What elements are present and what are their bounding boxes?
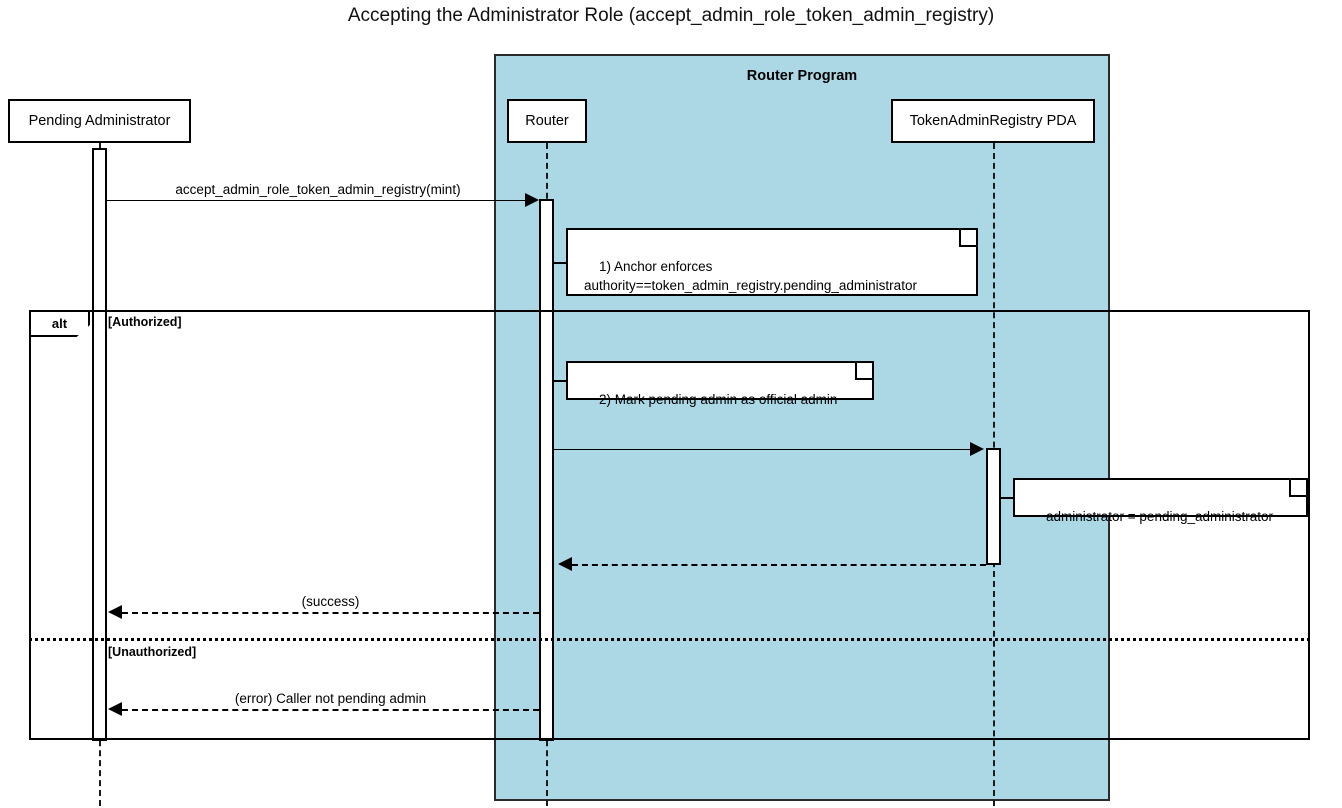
participant-pending-administrator[interactable]: Pending Administrator — [8, 99, 191, 143]
activation-pending-administrator — [92, 148, 107, 741]
note-administrator-assignment: administrator = pending_administrator — [1013, 478, 1308, 524]
note-fold-icon — [959, 228, 978, 247]
message-line-error-return — [122, 709, 539, 711]
message-label-error-return: (error) Caller not pending admin — [234, 691, 427, 706]
group-box-router-program: Router Program — [494, 54, 1110, 801]
note-connector-administrator-assignment — [1001, 497, 1015, 499]
fragment-operator-tag: alt — [29, 310, 90, 337]
fragment-guard-unauthorized: [Unauthorized] — [108, 645, 197, 659]
message-arrowhead-accept-admin-role-call — [525, 193, 539, 207]
message-line-registry-return — [572, 564, 986, 566]
message-line-accept-admin-role-call — [107, 200, 529, 201]
note-fold-icon — [855, 361, 874, 380]
note-fold-icon — [1289, 478, 1308, 497]
message-label-success-return: (success) — [301, 594, 360, 609]
note-text-anchor-enforces: 1) Anchor enforces authority==token_admi… — [584, 259, 917, 293]
message-arrowhead-registry-return — [558, 557, 572, 571]
participant-router[interactable]: Router — [507, 99, 587, 143]
activation-router — [539, 199, 554, 741]
fragment-divider — [29, 638, 1310, 641]
participant-token-admin-registry-pda[interactable]: TokenAdminRegistry PDA — [891, 99, 1095, 143]
message-arrowhead-error-return — [108, 702, 122, 716]
activation-token-admin-registry-pda — [986, 448, 1001, 565]
note-anchor-enforces: 1) Anchor enforces authority==token_admi… — [566, 228, 978, 296]
group-label-router-program: Router Program — [746, 68, 858, 84]
note-text-mark-pending-admin: 2) Mark pending admin as official admin — [599, 392, 838, 407]
fragment-guard-authorized: [Authorized] — [108, 315, 182, 329]
message-line-mark-admin-call — [554, 449, 972, 450]
participant-label-pending-administrator: Pending Administrator — [28, 113, 171, 129]
message-line-success-return — [122, 612, 539, 614]
participant-label-router: Router — [525, 113, 569, 129]
message-arrowhead-success-return — [108, 605, 122, 619]
message-arrowhead-mark-admin-call — [970, 442, 984, 456]
participant-label-token-admin-registry-pda: TokenAdminRegistry PDA — [909, 113, 1077, 129]
note-connector-anchor-enforces — [554, 262, 568, 264]
note-mark-pending-admin: 2) Mark pending admin as official admin — [566, 361, 874, 407]
combined-fragment-alt — [29, 310, 1310, 740]
message-label-accept-admin-role-call: accept_admin_role_token_admin_registry(m… — [175, 182, 461, 197]
note-connector-mark-pending-admin — [554, 380, 568, 382]
fragment-operator-label: alt — [51, 316, 68, 331]
page-title: Accepting the Administrator Role (accept… — [347, 5, 995, 26]
note-text-administrator-assignment: administrator = pending_administrator — [1046, 509, 1274, 524]
